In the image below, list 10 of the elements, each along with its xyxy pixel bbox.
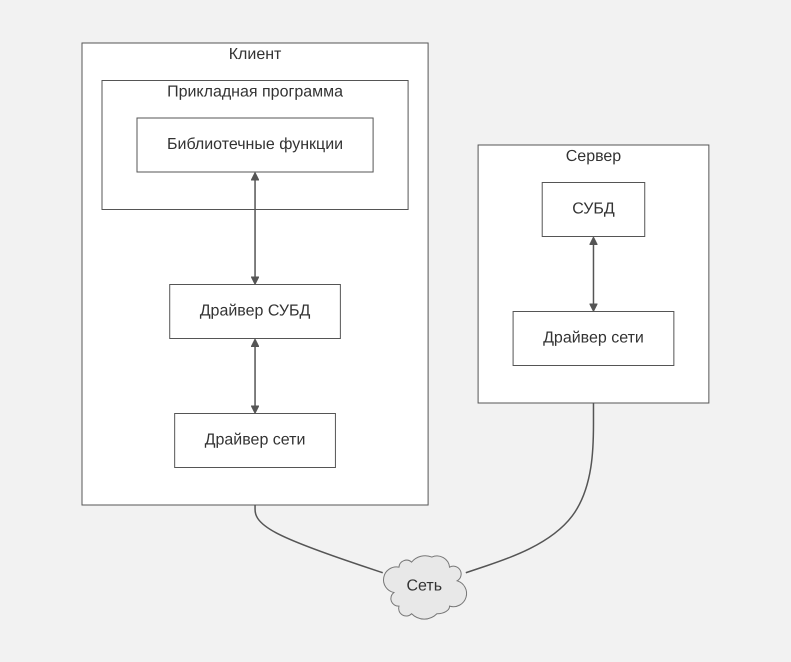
- connector: [466, 402, 594, 574]
- node-box: Библиотечные функции: [136, 117, 374, 172]
- arrow: [250, 338, 260, 414]
- node-box: СУБД: [542, 182, 646, 237]
- node-box: Драйвер СУБД: [169, 284, 341, 339]
- arrow: [250, 172, 260, 285]
- node-box: Драйвер сети: [174, 412, 336, 468]
- node-box: Драйвер сети: [512, 310, 674, 366]
- arrow: [589, 236, 598, 312]
- connector: [254, 504, 384, 574]
